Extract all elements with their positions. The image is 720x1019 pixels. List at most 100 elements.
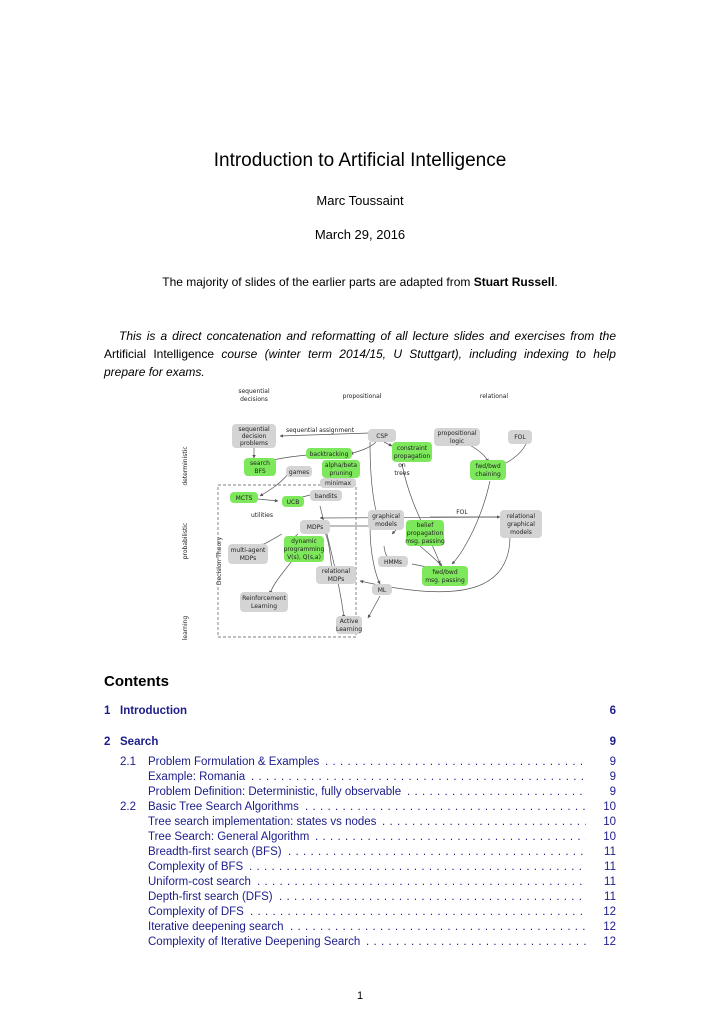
svg-text:BFS: BFS [254, 468, 265, 475]
svg-text:pruning: pruning [329, 470, 352, 477]
svg-text:dynamic: dynamic [291, 538, 317, 545]
toc-label[interactable]: Introduction [120, 705, 188, 717]
node-minimax: minimax [320, 478, 356, 488]
toc-entry[interactable]: Problem Definition: Deterministic, fully… [104, 785, 616, 799]
edge-chaining-msg [451, 480, 491, 565]
toc-page[interactable]: 11 [604, 876, 616, 888]
abstract-part1: This is a direct concatenation and refor… [119, 329, 616, 343]
toc-label[interactable]: Complexity of DFS [148, 906, 244, 918]
toc-label[interactable]: Example: Romania [148, 771, 246, 783]
adapted-name: Stuart Russell [473, 275, 555, 289]
toc-entry[interactable]: Tree search implementation: states vs no… [104, 815, 616, 829]
toc-label[interactable]: Depth-first search (DFS) [148, 891, 273, 903]
svg-text:relational: relational [322, 568, 351, 575]
toc-number: 2 [104, 736, 111, 748]
toc-entry[interactable]: Depth-first search (DFS)................… [104, 890, 616, 904]
svg-text:UCB: UCB [287, 499, 300, 506]
toc-page[interactable]: 12 [603, 906, 616, 918]
toc-label[interactable]: Complexity of BFS [148, 861, 244, 873]
node-fwd-bwd-chain: fwd/bwd chaining [470, 460, 506, 480]
node-mdps: MDPs [300, 520, 330, 534]
node-multi-agent: multi-agent MDPs [228, 544, 268, 564]
toc-leader-dots: ........................................… [257, 876, 586, 888]
node-alphabeta: alpha/beta pruning [322, 460, 360, 478]
toc-label[interactable]: Problem Formulation & Examples [148, 756, 320, 768]
toc-page[interactable]: 11 [604, 891, 616, 903]
toc-page[interactable]: 9 [609, 756, 616, 768]
col-sequential-2: decisions [240, 396, 268, 403]
toc-label[interactable]: Iterative deepening search [148, 921, 284, 933]
toc-page[interactable]: 9 [609, 786, 616, 798]
svg-text:MDPs: MDPs [240, 555, 256, 562]
toc-label[interactable]: Tree Search: General Algorithm [148, 831, 310, 843]
node-ml: ML [372, 584, 392, 595]
toc-label[interactable]: Basic Tree Search Algorithms [148, 801, 299, 813]
svg-text:MCTS: MCTS [236, 495, 253, 502]
node-mcts: MCTS [230, 492, 258, 503]
toc-entry[interactable]: Complexity of Iterative Deepening Search… [104, 935, 616, 949]
node-rel-graphical: relational graphical models [500, 510, 542, 538]
svg-text:backtracking: backtracking [310, 451, 349, 458]
svg-text:CSP: CSP [376, 433, 388, 440]
node-csp: CSP [368, 429, 396, 442]
toc-label[interactable]: Complexity of Iterative Deepening Search [148, 936, 361, 948]
toc-page[interactable]: 10 [603, 831, 616, 843]
toc-leader-dots: ........................................… [315, 831, 586, 843]
edge-csp-backtracking [349, 441, 377, 455]
node-search-bfs: search BFS [244, 458, 276, 476]
toc-label[interactable]: Breadth-first search (BFS) [148, 846, 282, 858]
row-learning: learning [182, 616, 189, 641]
toc-entry[interactable]: Iterative deepening search..............… [104, 920, 616, 934]
adapted-suffix: . [554, 275, 558, 289]
toc-entry[interactable]: Example: Romania........................… [104, 770, 616, 784]
toc-entry[interactable]: 2 Search 9 [104, 735, 616, 749]
edge-games-mcts [259, 473, 289, 497]
toc-page[interactable]: 11 [604, 861, 616, 873]
svg-text:games: games [289, 469, 309, 476]
toc-entry[interactable]: Tree Search: General Algorithm..........… [104, 830, 616, 844]
toc-page[interactable]: 10 [603, 801, 616, 813]
toc-page[interactable]: 9 [609, 736, 616, 748]
toc-leader-dots: ........................................… [290, 921, 586, 933]
svg-text:minimax: minimax [325, 480, 352, 487]
toc-page[interactable]: 12 [603, 936, 616, 948]
node-fwd-bwd-msg: fwd/bwd msg. passing [422, 566, 468, 586]
node-hmms: HMMs [378, 556, 408, 567]
toc-label[interactable]: Problem Definition: Deterministic, fully… [148, 786, 402, 798]
toc-page[interactable]: 10 [603, 816, 616, 828]
svg-text:graphical: graphical [507, 521, 535, 528]
toc-entry[interactable]: Breadth-first search (BFS)..............… [104, 845, 616, 859]
svg-text:search: search [250, 460, 270, 467]
svg-text:sequential: sequential [238, 426, 270, 433]
node-utilities: utilities [251, 512, 273, 519]
toc-leader-dots: ........................................… [288, 846, 586, 858]
svg-text:MDPs: MDPs [307, 524, 323, 531]
svg-text:alpha/beta: alpha/beta [325, 462, 358, 469]
toc-entry[interactable]: Uniform-cost search.....................… [104, 875, 616, 889]
node-fol: FOL [508, 430, 532, 444]
toc-page[interactable]: 12 [603, 921, 616, 933]
toc-page[interactable]: 11 [604, 846, 616, 858]
node-prop-logic: propositional logic [434, 428, 480, 446]
toc-leader-dots: ................................ [382, 816, 586, 828]
toc-leader-dots: ........................................… [249, 861, 586, 873]
toc-page[interactable]: 9 [609, 771, 616, 783]
toc-entry[interactable]: Complexity of BFS.......................… [104, 860, 616, 874]
edge-dynprog-rl [269, 560, 293, 595]
toc-label[interactable]: Uniform-cost search [148, 876, 251, 888]
toc-label[interactable]: Search [120, 736, 159, 748]
svg-text:FOL: FOL [514, 434, 526, 441]
toc-number: 2.2 [120, 801, 136, 813]
col-sequential-1: sequential [238, 388, 270, 395]
toc-entry[interactable]: Complexity of DFS.......................… [104, 905, 616, 919]
toc-page[interactable]: 6 [609, 705, 616, 717]
row-probabilistic: probabilistic [182, 523, 189, 560]
page-number: 1 [356, 990, 364, 1002]
toc-label[interactable]: Tree search implementation: states vs no… [148, 816, 377, 828]
node-reinforcement: Reinforcement Learning [240, 592, 288, 612]
edge-seq-assign [279, 432, 371, 438]
svg-text:msg. passing: msg. passing [425, 577, 465, 584]
